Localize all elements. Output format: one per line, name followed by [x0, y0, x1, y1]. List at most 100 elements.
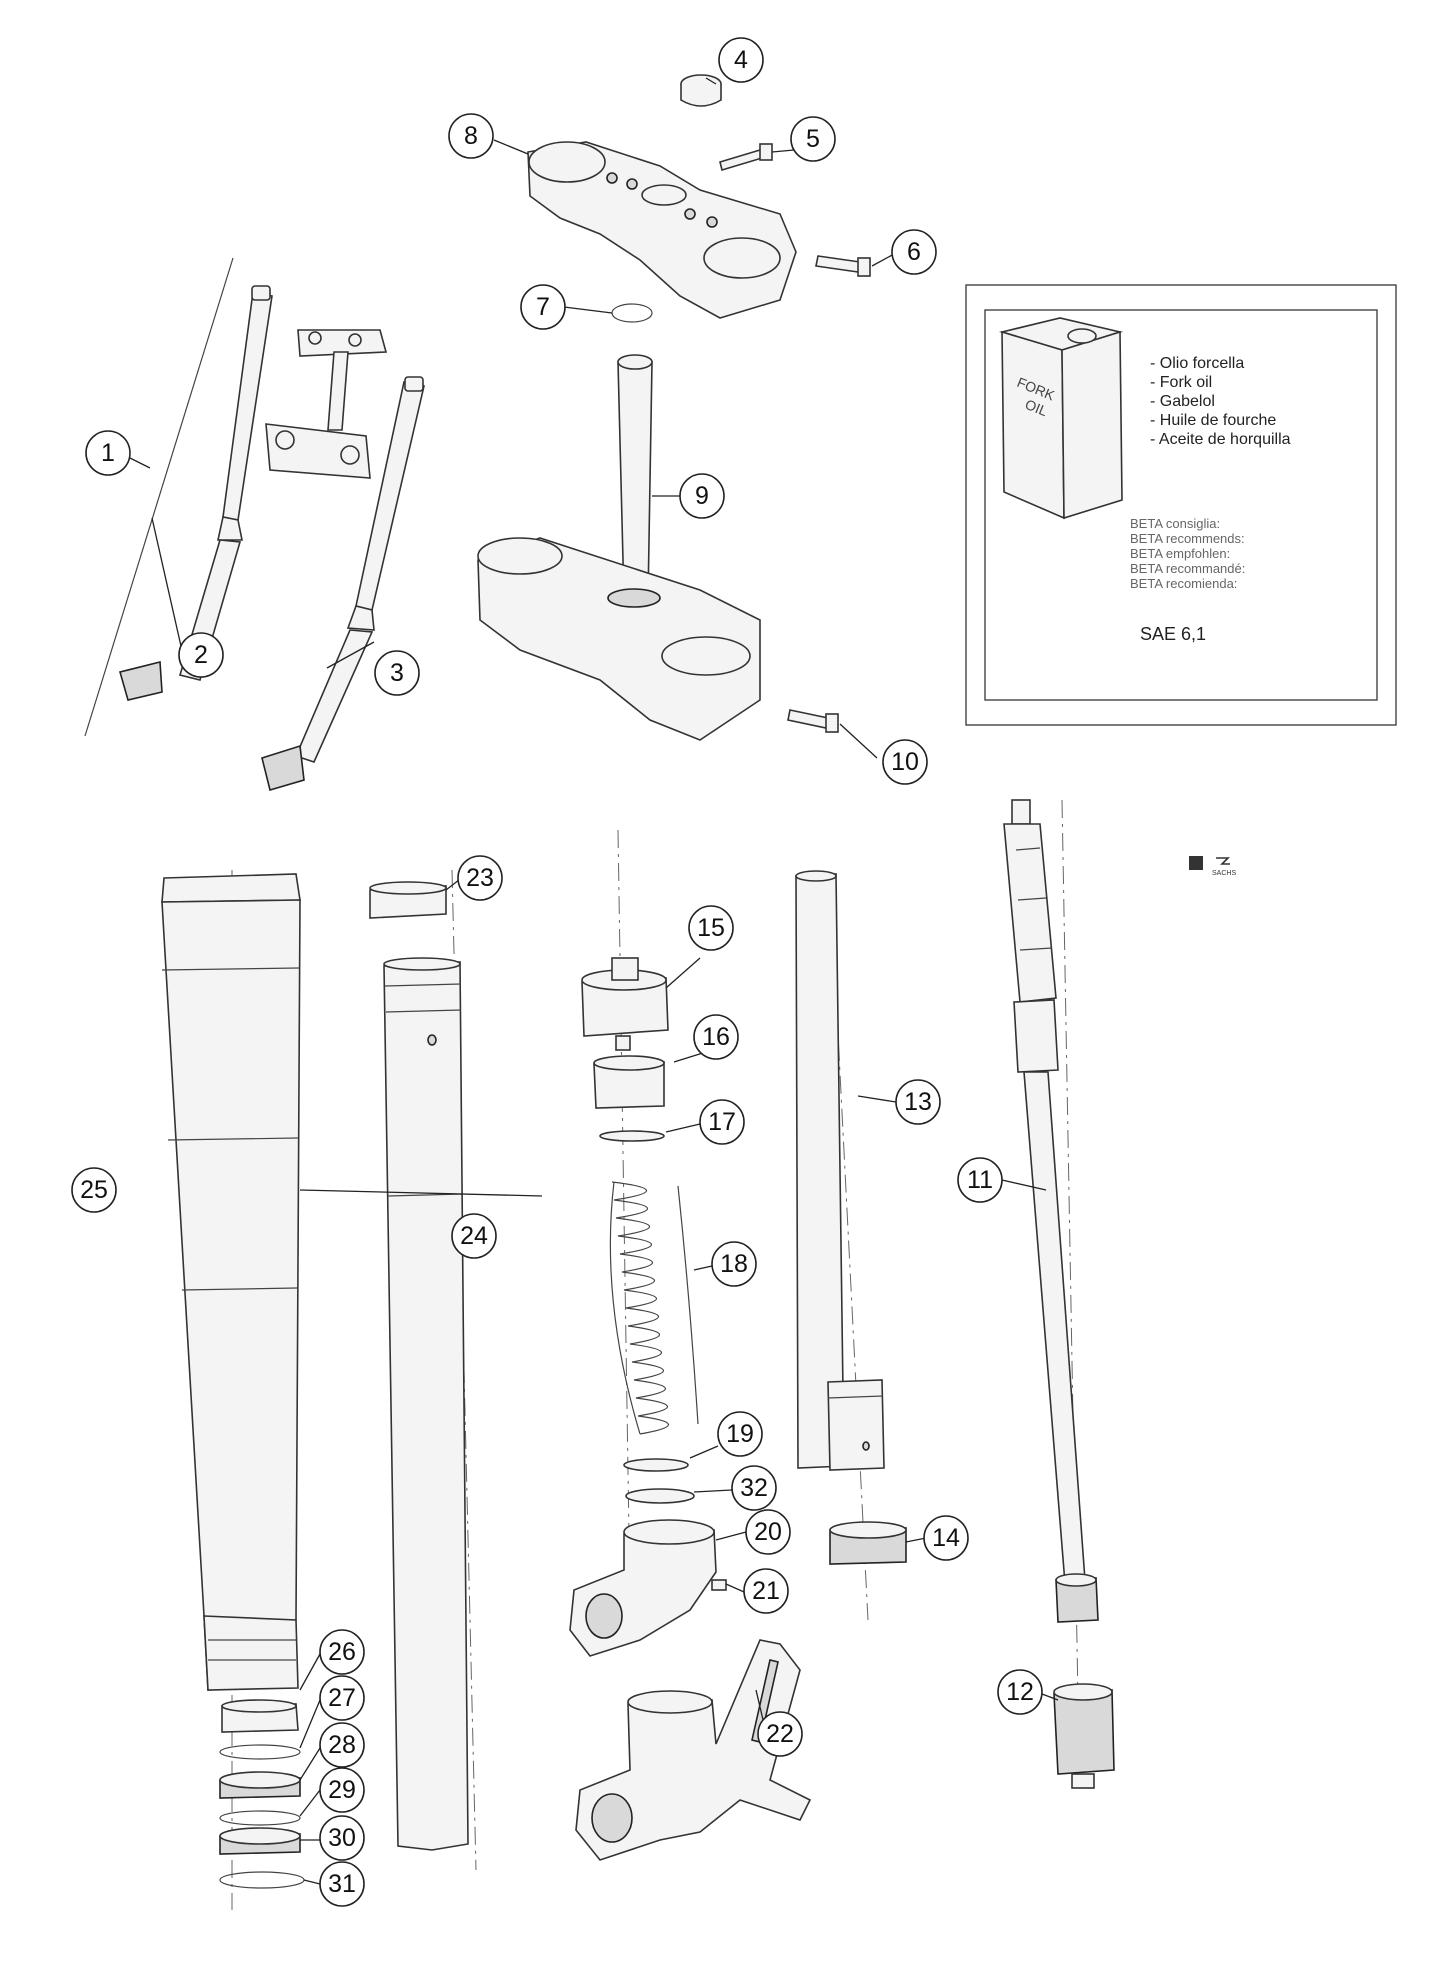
recommend-it: BETA consiglia: — [1130, 516, 1220, 531]
outer-tube — [161, 873, 301, 1691]
fork-foot-22 — [575, 1639, 812, 1861]
svg-text:23: 23 — [466, 864, 494, 892]
o-ring — [611, 303, 653, 323]
svg-text:6: 6 — [907, 238, 921, 266]
clamp-bolt-long — [815, 255, 871, 277]
callout-19: 19 — [717, 1411, 763, 1457]
washer-19 — [623, 1458, 689, 1472]
svg-text:22: 22 — [766, 1720, 794, 1748]
oil-can-icon: FORK OIL — [998, 317, 1124, 520]
svg-text:21: 21 — [752, 1577, 780, 1605]
svg-text:9: 9 — [695, 482, 709, 510]
callout-28: 28 — [319, 1722, 365, 1768]
svg-text:4: 4 — [734, 46, 748, 74]
guide-ring-14 — [829, 1521, 907, 1565]
cartridge-cap-15 — [581, 957, 669, 1051]
oil-name-es: - Aceite de horquilla — [1150, 431, 1291, 448]
oil-name-it: - Olio forcella — [1150, 355, 1244, 372]
damper-tube-13 — [795, 870, 885, 1471]
callout-15: 15 — [688, 905, 734, 951]
svg-text:5: 5 — [806, 125, 820, 153]
foot-axle-20 — [569, 1519, 717, 1657]
logo-brand-text: SACHS — [1212, 870, 1236, 877]
callout-18: 18 — [711, 1241, 757, 1287]
fork-oil-info-box: FORK OIL - Olio forcella - Fork oil - Ga… — [965, 284, 1397, 726]
svg-text:27: 27 — [328, 1684, 356, 1712]
svg-text:2: 2 — [194, 641, 208, 669]
upper-bushing — [369, 881, 447, 919]
callout-23: 23 — [457, 855, 503, 901]
callout-16: 16 — [693, 1014, 739, 1060]
cartridge-rod-11 — [1003, 799, 1099, 1623]
callout-4: 4 — [718, 37, 764, 83]
callout-10: 10 — [882, 739, 928, 785]
svg-text:11: 11 — [967, 1166, 993, 1194]
svg-text:26: 26 — [328, 1638, 356, 1666]
callout-6: 6 — [891, 229, 937, 275]
washer-32 — [625, 1488, 695, 1504]
recommend-en: BETA recommends: — [1130, 531, 1245, 546]
svg-text:32: 32 — [740, 1474, 768, 1502]
svg-text:25: 25 — [80, 1176, 108, 1204]
svg-text:1: 1 — [101, 439, 115, 467]
callout-27: 27 — [319, 1675, 365, 1721]
recommend-de: BETA empfohlen: — [1130, 546, 1230, 561]
steering-cap-nut — [680, 74, 722, 107]
fork-spring-18 — [609, 1181, 699, 1435]
svg-text:3: 3 — [390, 659, 404, 687]
callout-8: 8 — [448, 113, 494, 159]
callout-29: 29 — [319, 1767, 365, 1813]
recommend-es: BETA recomienda: — [1130, 576, 1237, 591]
svg-text:24: 24 — [460, 1222, 488, 1250]
svg-text:16: 16 — [702, 1023, 730, 1051]
callout-24: 24 — [451, 1213, 497, 1259]
washer-17 — [599, 1130, 665, 1142]
svg-text:18: 18 — [720, 1250, 748, 1278]
svg-text:30: 30 — [328, 1824, 356, 1852]
callout-21: 21 — [743, 1568, 789, 1614]
svg-text:15: 15 — [697, 914, 725, 942]
callout-7: 7 — [520, 284, 566, 330]
callout-26: 26 — [319, 1629, 365, 1675]
seal-stack — [219, 1699, 305, 1889]
svg-text:28: 28 — [328, 1731, 356, 1759]
callout-5: 5 — [790, 116, 836, 162]
callout-30: 30 — [319, 1815, 365, 1861]
fork-assembly-overview — [84, 257, 425, 792]
callout-20: 20 — [745, 1509, 791, 1555]
svg-text:12: 12 — [1006, 1678, 1034, 1706]
clamp-bolt-short — [719, 143, 773, 172]
oil-name-en: - Fork oil — [1150, 374, 1212, 391]
inner-tube — [383, 957, 469, 1851]
svg-text:19: 19 — [726, 1420, 754, 1448]
svg-text:7: 7 — [536, 293, 550, 321]
callout-13: 13 — [895, 1079, 941, 1125]
callout-9: 9 — [679, 473, 725, 519]
callout-3: 3 — [374, 650, 420, 696]
svg-text:20: 20 — [754, 1518, 782, 1546]
oil-can-label-oil: OIL — [1023, 396, 1050, 419]
recommend-fr: BETA recommandé: — [1130, 561, 1245, 576]
svg-text:17: 17 — [708, 1108, 736, 1136]
callout-2: 2 — [178, 632, 224, 678]
callout-25: 25 — [71, 1167, 117, 1213]
callout-12: 12 — [997, 1669, 1043, 1715]
oil-name-fr: - Huile de fourche — [1150, 412, 1276, 429]
oil-grade: SAE 6,1 — [1140, 624, 1206, 644]
lower-clamp-bolt — [787, 709, 839, 733]
bleed-screw-21 — [711, 1579, 727, 1591]
oil-name-de: - Gabelol — [1150, 393, 1215, 410]
callout-22: 22 — [757, 1711, 803, 1757]
svg-text:14: 14 — [932, 1524, 960, 1552]
callout-31: 31 — [319, 1861, 365, 1907]
upper-triple-clamp — [527, 141, 797, 319]
svg-text:29: 29 — [328, 1776, 356, 1804]
svg-text:31: 31 — [328, 1870, 356, 1898]
callout-17: 17 — [699, 1099, 745, 1145]
spring-guide-16 — [593, 1055, 665, 1109]
svg-text:10: 10 — [891, 748, 919, 776]
svg-text:13: 13 — [904, 1088, 932, 1116]
callout-1: 1 — [85, 430, 131, 476]
manufacturer-logo: SACHS — [1189, 856, 1236, 877]
callout-14: 14 — [923, 1515, 969, 1561]
